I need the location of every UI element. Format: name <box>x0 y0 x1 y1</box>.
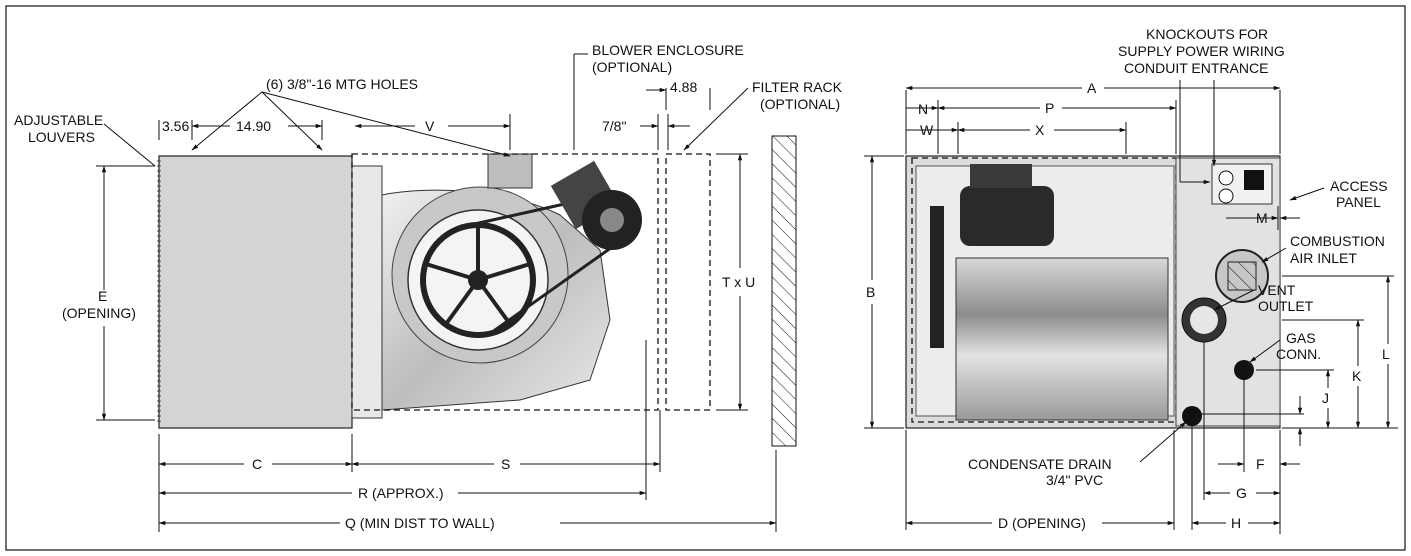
louver-leader <box>103 123 156 167</box>
left-side-view: ADJUSTABLE LOUVERS (6) 3/8"-16 MTG HOLES… <box>14 42 843 532</box>
mtg-hole-leader-1 <box>191 91 263 151</box>
label-3-56: 3.56 <box>162 118 189 134</box>
label-knockouts-1: KNOCKOUTS FOR <box>1146 26 1268 42</box>
front-motor <box>960 186 1054 246</box>
mtg-hole-leader-3 <box>261 91 511 157</box>
label-knockouts-3: CONDUIT ENTRANCE <box>1124 60 1268 76</box>
label-air-inlet: AIR INLET <box>1290 250 1357 266</box>
label-combustion: COMBUSTION <box>1290 233 1385 249</box>
label-mtg-holes: (6) 3/8"-16 MTG HOLES <box>266 76 418 92</box>
side-pulley <box>930 206 944 348</box>
gas-connection <box>1234 360 1254 380</box>
label-panel: PANEL <box>1336 194 1381 210</box>
label-txu: T x U <box>722 274 755 290</box>
label-l: L <box>1382 346 1390 362</box>
label-s: S <box>501 456 510 472</box>
pulley-wheel <box>420 222 536 338</box>
label-blower-optional: (OPTIONAL) <box>592 59 672 75</box>
label-q: Q (MIN DIST TO WALL) <box>345 515 495 531</box>
label-j: J <box>1322 390 1329 406</box>
label-p: P <box>1045 100 1054 116</box>
label-h: H <box>1231 515 1241 531</box>
switch <box>1244 170 1264 190</box>
label-d: D (OPENING) <box>998 515 1086 531</box>
blower-wheel-roll <box>955 257 1169 421</box>
label-conn: CONN. <box>1276 346 1321 362</box>
right-front-view: KNOCKOUTS FOR SUPPLY POWER WIRING CONDUI… <box>864 26 1398 534</box>
motor-box <box>970 164 1032 188</box>
label-g: G <box>1236 485 1247 501</box>
label-e: E <box>98 288 107 304</box>
label-access: ACCESS <box>1330 178 1388 194</box>
motor-pulley-hub <box>600 208 624 232</box>
filter-leader <box>683 87 749 151</box>
mount-bracket <box>487 153 533 189</box>
label-pvc: 3/4" PVC <box>1046 472 1103 488</box>
label-14-90: 14.90 <box>236 118 271 134</box>
label-knockouts-2: SUPPLY POWER WIRING <box>1118 43 1285 59</box>
label-condensate: CONDENSATE DRAIN <box>968 456 1112 472</box>
label-x: X <box>1035 122 1045 138</box>
label-c: C <box>252 456 262 472</box>
drawing-border <box>5 5 1406 551</box>
label-filter-optional: (OPTIONAL) <box>760 96 840 112</box>
label-b: B <box>866 284 875 300</box>
louver-housing <box>158 155 353 429</box>
label-n: N <box>918 101 928 117</box>
label-vent: VENT <box>1258 282 1296 298</box>
label-r: R (APPROX.) <box>358 485 444 501</box>
label-adjustable: ADJUSTABLE <box>14 112 103 128</box>
label-louvers: LOUVERS <box>28 129 95 145</box>
pulley-spokes <box>425 226 531 326</box>
label-outlet: OUTLET <box>1258 298 1314 314</box>
label-blower-enclosure: BLOWER ENCLOSURE <box>592 42 744 58</box>
label-filter-rack: FILTER RACK <box>752 79 843 95</box>
label-a: A <box>1087 80 1097 96</box>
condensate-drain <box>1182 406 1202 426</box>
drive-belt-bottom <box>487 243 616 337</box>
knockout-1 <box>1218 170 1234 186</box>
label-v: V <box>425 118 435 134</box>
label-m: M <box>1256 210 1268 226</box>
label-gas: GAS <box>1286 330 1316 346</box>
label-w: W <box>920 122 934 138</box>
knockout-2 <box>1218 188 1234 204</box>
label-4-88: 4.88 <box>670 79 697 95</box>
label-7-8: 7/8" <box>602 118 626 134</box>
label-e-opening: (OPENING) <box>62 305 136 321</box>
label-k: K <box>1352 368 1362 384</box>
housing-flange <box>351 165 383 419</box>
mtg-hole-leader-2 <box>261 91 323 151</box>
wall-hatch <box>771 135 797 447</box>
label-f: F <box>1256 456 1265 472</box>
access-leader <box>1289 187 1325 201</box>
filter-rack-outline <box>665 153 711 411</box>
